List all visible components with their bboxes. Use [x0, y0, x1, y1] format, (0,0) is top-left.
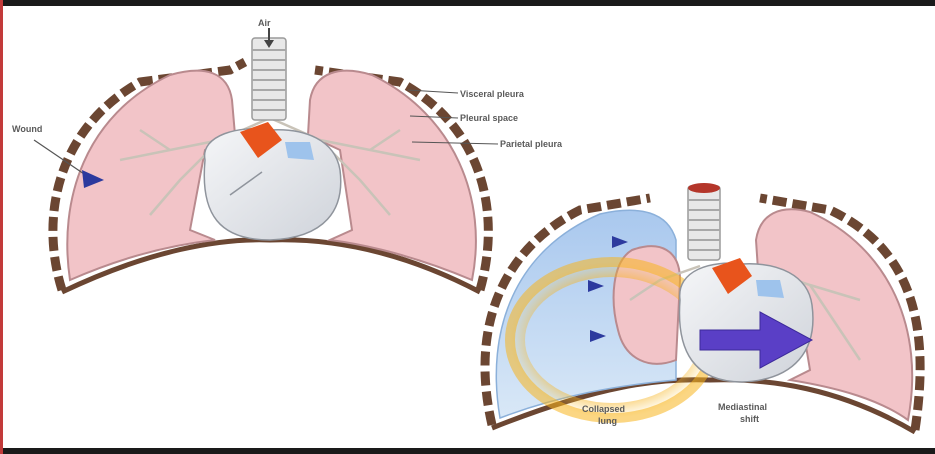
trachea	[252, 38, 286, 120]
label-mediastinal-shift-2: shift	[740, 414, 759, 424]
left-border	[0, 0, 3, 454]
trachea-2	[688, 183, 720, 260]
label-collapsed-lung-2: lung	[598, 416, 617, 426]
bottom-border	[0, 448, 935, 454]
normal-chest: Wound Visceral pleura Pleural space Pari…	[12, 18, 563, 292]
label-visceral-pleura: Visceral pleura	[460, 89, 525, 99]
shifted-heart	[679, 263, 812, 382]
label-mediastinal-shift: Mediastinal	[718, 402, 767, 412]
label-pleural-space: Pleural space	[460, 113, 518, 123]
label-air: Air	[258, 18, 271, 28]
pneumothorax-chest: Collapsed lung Mediastinal shift	[485, 183, 920, 432]
label-collapsed-lung: Collapsed	[582, 404, 625, 414]
top-border	[0, 0, 935, 6]
pulmonary-vessel-2	[756, 280, 784, 298]
label-wound: Wound	[12, 124, 42, 134]
pulmonary-vessel	[285, 142, 314, 160]
label-parietal-pleura: Parietal pleura	[500, 139, 563, 149]
